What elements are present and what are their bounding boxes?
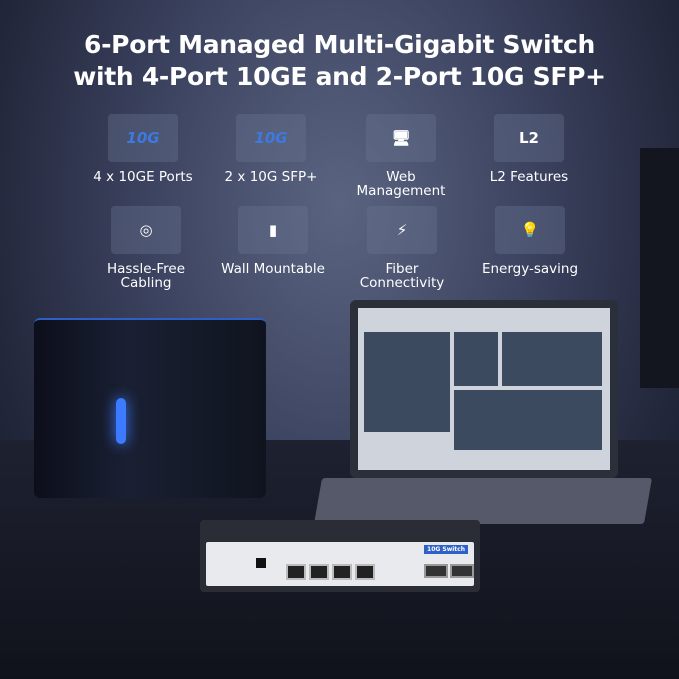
feature-l2: L2 L2 Features bbox=[469, 114, 589, 184]
feature-label: Web Management bbox=[356, 169, 446, 199]
feature-web-management: 🖥 Web Management bbox=[341, 114, 461, 198]
feature-label: Hassle-Free Cabling bbox=[106, 261, 186, 291]
feature-cabling: ◎ Hassle-Free Cabling bbox=[86, 206, 206, 290]
network-switch: 10G Switch bbox=[200, 520, 480, 592]
rj45-port bbox=[332, 564, 352, 580]
lightbulb-icon: 💡 bbox=[495, 206, 565, 254]
rj45-port bbox=[309, 564, 329, 580]
feature-10ge-ports: 10G 4 x 10GE Ports bbox=[83, 114, 203, 184]
screen-image bbox=[454, 332, 498, 386]
10g-arrows-icon: 10G bbox=[108, 114, 178, 162]
screen-image bbox=[364, 332, 450, 432]
computer-user-icon: 🖥 bbox=[366, 114, 436, 162]
laptop bbox=[350, 300, 618, 478]
enclosure-light bbox=[116, 398, 126, 444]
headline-line-1: 6-Port Managed Multi-Gigabit Switch bbox=[84, 30, 595, 59]
screen-image bbox=[502, 332, 602, 386]
sfp-port bbox=[424, 564, 448, 578]
gpu-enclosure bbox=[34, 318, 266, 498]
10g-sfp-icon: 10G bbox=[236, 114, 306, 162]
feature-label: Fiber Connectivity bbox=[359, 261, 445, 291]
feature-sfp: 10G 2 x 10G SFP+ bbox=[211, 114, 331, 184]
sfp-port bbox=[450, 564, 474, 578]
background-monitor bbox=[640, 148, 679, 388]
headline-line-2: with 4-Port 10GE and 2-Port 10G SFP+ bbox=[73, 62, 606, 91]
l2-switch-icon: L2 bbox=[494, 114, 564, 162]
fiber-bolt-icon: ⚡ bbox=[367, 206, 437, 254]
power-jack bbox=[256, 558, 266, 568]
feature-fiber: ⚡ Fiber Connectivity bbox=[342, 206, 462, 290]
screen-image bbox=[454, 390, 602, 450]
feature-label: L2 Features bbox=[489, 169, 569, 185]
feature-label: 2 x 10G SFP+ bbox=[224, 169, 318, 185]
feature-energy: 💡 Energy-saving bbox=[470, 206, 590, 276]
laptop-keyboard bbox=[313, 478, 653, 524]
feature-label: Wall Mountable bbox=[221, 261, 325, 277]
rj45-port bbox=[286, 564, 306, 580]
feature-label: Energy-saving bbox=[481, 261, 579, 277]
feature-wall-mount: ▮ Wall Mountable bbox=[213, 206, 333, 276]
cable-coil-icon: ◎ bbox=[111, 206, 181, 254]
feature-label: 4 x 10GE Ports bbox=[93, 169, 193, 185]
switch-front-panel: 10G Switch bbox=[206, 542, 474, 586]
switch-badge: 10G Switch bbox=[424, 545, 468, 554]
wall-mount-icon: ▮ bbox=[238, 206, 308, 254]
rj45-port bbox=[355, 564, 375, 580]
